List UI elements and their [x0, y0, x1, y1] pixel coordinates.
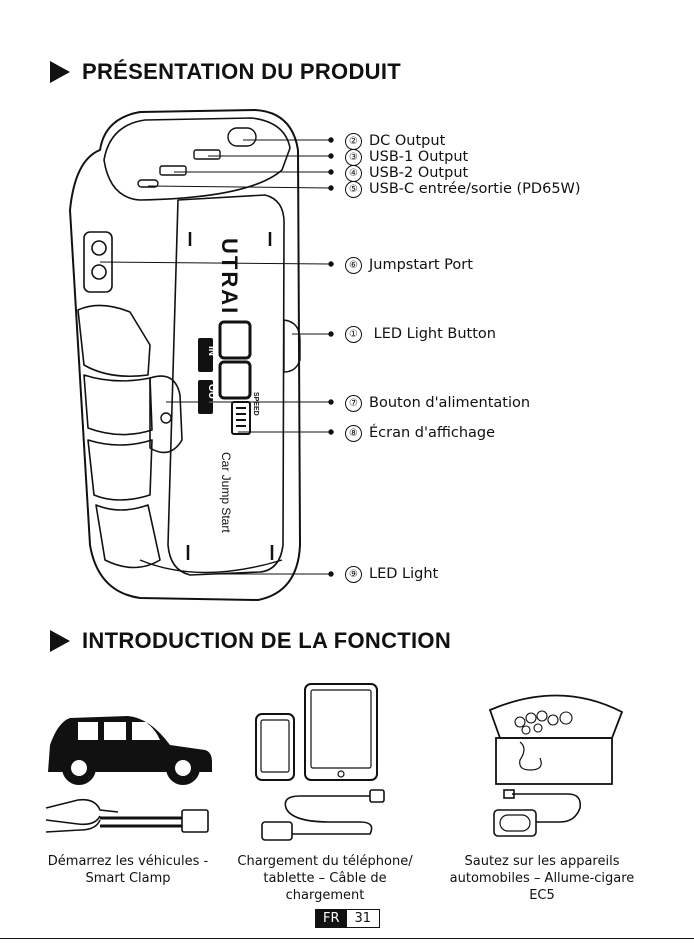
led-light-button	[284, 320, 300, 372]
callout-led-button: ① LED Light Button	[345, 326, 496, 343]
left-grip	[84, 375, 152, 435]
cooler-icon	[490, 695, 622, 784]
footer-rule	[0, 938, 694, 939]
language-tag: FR	[316, 910, 347, 927]
brand-logo: UTRAI	[217, 238, 242, 315]
charging-cable-icon	[262, 790, 384, 840]
usb2-port	[160, 166, 186, 175]
speed-label: SPEED	[252, 392, 259, 416]
phone-tablet-icon	[256, 684, 377, 780]
led-light	[140, 560, 282, 573]
left-grip	[78, 305, 150, 376]
page-number: FR 31	[315, 909, 380, 928]
feature-caption-jumpstart: Démarrez les véhicules -Smart Clamp	[42, 853, 214, 887]
usb1-port	[194, 150, 220, 159]
battery-indicator	[232, 402, 250, 434]
feature-caption-charging: Chargement du téléphone/tablette – Câble…	[222, 853, 428, 904]
car-plug-icon	[494, 790, 580, 836]
dc-output-port	[228, 128, 256, 146]
left-grip	[88, 440, 152, 500]
device-body	[70, 110, 300, 600]
left-grip	[96, 505, 160, 568]
power-button	[150, 376, 182, 452]
badge-in: IN	[206, 346, 217, 356]
display-digit	[220, 322, 250, 358]
device-tagline: Car Jump Start	[219, 452, 233, 533]
page-num: 31	[347, 910, 380, 927]
display-digit	[220, 362, 250, 398]
clamp-icon	[46, 800, 208, 832]
car-icon	[48, 716, 212, 785]
